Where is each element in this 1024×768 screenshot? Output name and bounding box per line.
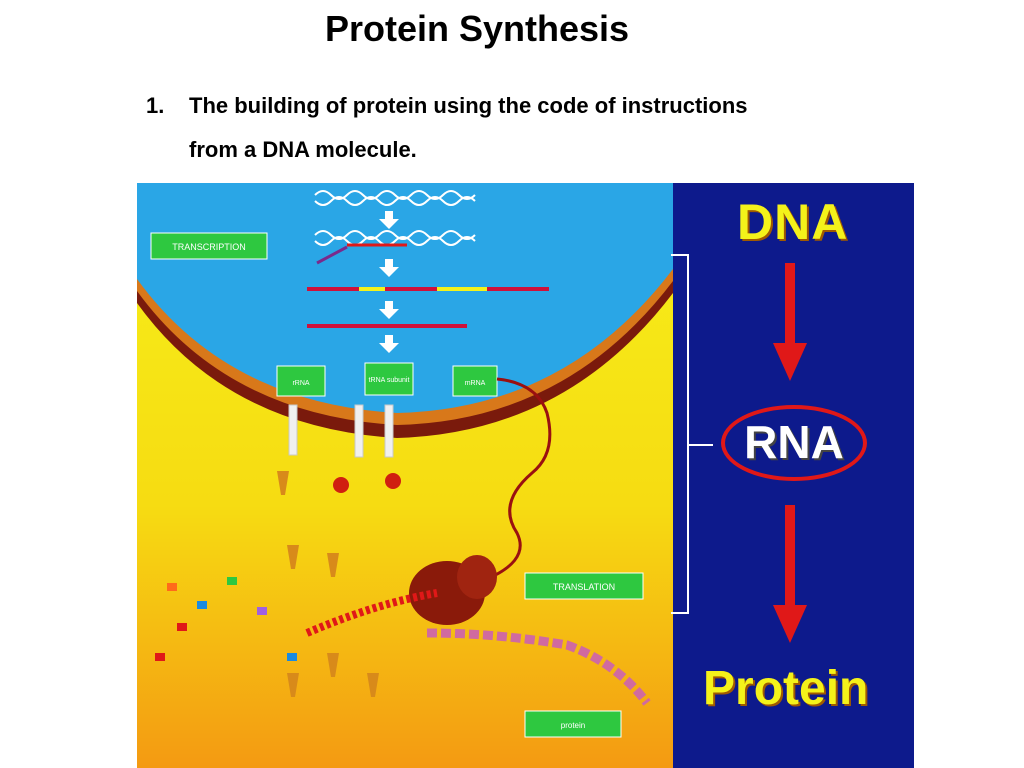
transcription-label: TRANSCRIPTION — [172, 242, 246, 252]
amino-acids — [155, 577, 297, 661]
bullet-point: 1. The building of protein using the cod… — [146, 84, 906, 172]
translation-label: TRANSLATION — [553, 582, 615, 592]
protein-synthesis-illustration: TRANSCRIPTION rRNA tRNA subunit mRNA TRA… — [137, 183, 914, 768]
polypeptide-chain — [305, 589, 651, 706]
protein-label: Protein — [703, 662, 869, 715]
trna-label: tRNA subunit — [369, 377, 410, 384]
rrna-label: rRNA — [292, 380, 309, 387]
central-dogma-panel: DNA RNA Protein — [673, 183, 914, 768]
mrna-strand — [476, 377, 552, 585]
dna-label: DNA — [737, 194, 849, 250]
bracket-tick — [689, 444, 713, 446]
rna-label: RNA — [744, 416, 844, 468]
cell-diagram: TRANSCRIPTION rRNA tRNA subunit mRNA TRA… — [137, 183, 673, 768]
dna-to-rna-arrow — [773, 263, 807, 381]
dna-helix — [314, 190, 476, 246]
rna-to-protein-arrow — [773, 505, 807, 643]
rna-oval: RNA — [721, 405, 867, 481]
bracket — [671, 254, 689, 614]
process-arrows — [379, 211, 399, 353]
bullet-line-2: from a DNA molecule. — [189, 137, 417, 162]
trna-molecules — [277, 471, 379, 697]
slide-title: Protein Synthesis — [324, 8, 630, 49]
protein-box-label: protein — [561, 721, 585, 730]
bullet-number: 1. — [146, 93, 165, 118]
nucleus — [137, 183, 673, 413]
bullet-line-1: The building of protein using the code o… — [189, 93, 748, 118]
mrna-label: mRNA — [465, 380, 486, 387]
